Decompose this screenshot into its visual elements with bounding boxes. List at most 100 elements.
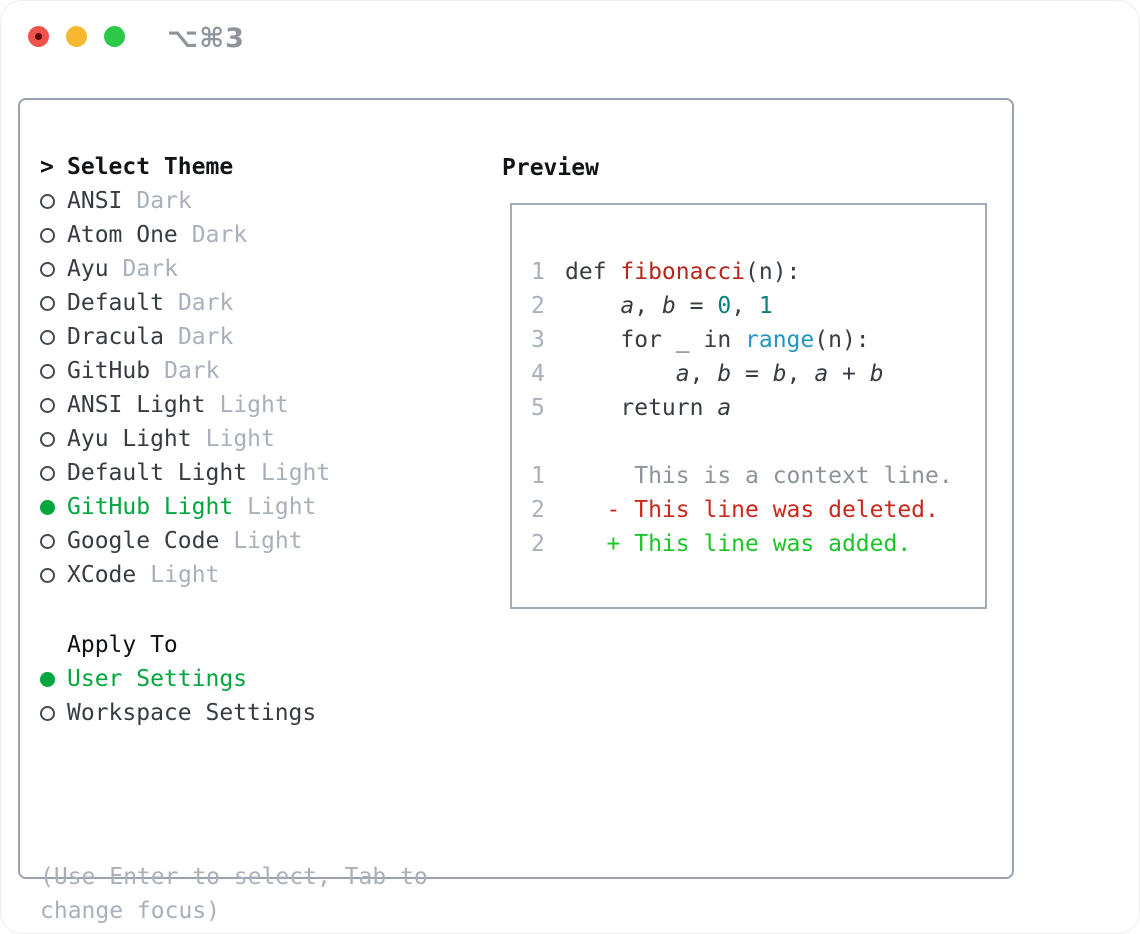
radio-selected-icon bbox=[40, 671, 55, 687]
theme-list-title: Select Theme bbox=[67, 154, 234, 180]
code-token: = bbox=[731, 361, 773, 387]
diff-line-context: 1 This is a context line. bbox=[531, 459, 985, 493]
theme-variant-tag: Light bbox=[205, 426, 275, 452]
theme-variant-tag: Light bbox=[233, 528, 303, 554]
code-token: a bbox=[675, 361, 690, 387]
line-number: 2 bbox=[531, 531, 545, 557]
line-number: 1 bbox=[531, 463, 545, 489]
code-token: return bbox=[565, 395, 718, 421]
code-token: for _ in bbox=[565, 327, 746, 353]
line-number: 2 bbox=[531, 293, 545, 319]
theme-variant-tag: Light bbox=[261, 460, 331, 486]
caret-icon: > bbox=[40, 154, 54, 180]
theme-name: XCode bbox=[67, 562, 137, 588]
zoom-button[interactable] bbox=[104, 26, 125, 47]
line-number: 2 bbox=[531, 497, 545, 523]
theme-item-default[interactable]: Default Dark bbox=[40, 286, 330, 320]
theme-variant-tag: Light bbox=[247, 494, 317, 520]
radio-icon bbox=[40, 533, 55, 549]
line-number: 1 bbox=[531, 259, 545, 285]
radio-icon bbox=[40, 363, 55, 379]
window-title: ⌥⌘3 bbox=[167, 23, 245, 54]
keyboard-hint: (Use Enter to select, Tab to change focu… bbox=[40, 864, 428, 924]
theme-list-heading: > Select Theme bbox=[40, 150, 330, 184]
code-token: , bbox=[689, 361, 718, 387]
theme-variant-tag: Dark bbox=[191, 222, 248, 248]
theme-item-google-code[interactable]: Google Code Light bbox=[40, 524, 330, 558]
theme-name: Ayu bbox=[67, 256, 109, 282]
theme-name: Default bbox=[67, 290, 164, 316]
radio-icon bbox=[40, 227, 55, 243]
code-line: 2 a, b = 0, 1 bbox=[531, 289, 985, 323]
radio-icon bbox=[40, 261, 55, 277]
code-token: b bbox=[661, 293, 676, 319]
theme-item-github-light[interactable]: GitHub Light Light bbox=[40, 490, 330, 524]
theme-variant-tag: Dark bbox=[164, 358, 220, 384]
code-token bbox=[565, 293, 620, 319]
theme-variant-tag: Light bbox=[219, 392, 289, 418]
diff-line-added: 2 + This line was added. bbox=[531, 527, 985, 561]
theme-name: Google Code bbox=[67, 528, 220, 554]
code-token: fibonacci bbox=[620, 259, 746, 285]
radio-selected-icon bbox=[40, 499, 55, 515]
code-token: (n): bbox=[814, 327, 870, 353]
diff-text: - This line was deleted. bbox=[565, 497, 939, 523]
minimize-button[interactable] bbox=[66, 26, 87, 47]
line-number: 4 bbox=[531, 361, 545, 387]
code-token: a bbox=[620, 293, 635, 319]
code-token: + bbox=[828, 361, 870, 387]
radio-icon bbox=[40, 431, 55, 447]
theme-variant-tag: Dark bbox=[122, 256, 178, 282]
code-token bbox=[565, 361, 676, 387]
code-token: def bbox=[565, 259, 621, 285]
code-token: b bbox=[717, 361, 732, 387]
code-token: 0 bbox=[717, 293, 732, 319]
theme-name: Atom One bbox=[67, 222, 178, 248]
theme-name: GitHub bbox=[67, 358, 151, 384]
theme-name: ANSI Light bbox=[67, 392, 206, 418]
theme-variant-tag: Dark bbox=[177, 290, 234, 316]
code-token: b bbox=[772, 361, 787, 387]
apply-to-heading: Apply To bbox=[40, 628, 316, 662]
diff-text: This is a context line. bbox=[565, 463, 953, 489]
theme-variant-tag: Dark bbox=[177, 324, 234, 350]
code-token: 1 bbox=[758, 293, 773, 319]
theme-item-ayu[interactable]: Ayu Dark bbox=[40, 252, 330, 286]
code-token: , bbox=[634, 293, 662, 319]
apply-option-user-settings[interactable]: User Settings bbox=[40, 662, 316, 696]
radio-icon bbox=[40, 567, 55, 583]
theme-item-github[interactable]: GitHub Dark bbox=[40, 354, 330, 388]
apply-option-label: User Settings bbox=[67, 666, 248, 692]
theme-item-atom-one[interactable]: Atom One Dark bbox=[40, 218, 330, 252]
theme-name: GitHub Light bbox=[67, 494, 234, 520]
record-dot-icon bbox=[35, 33, 42, 40]
preview-heading: Preview bbox=[502, 155, 599, 181]
radio-icon bbox=[40, 705, 55, 721]
code-token: (n): bbox=[745, 259, 801, 285]
code-line: 3 for _ in range(n): bbox=[531, 323, 985, 357]
theme-item-ansi-light[interactable]: ANSI Light Light bbox=[40, 388, 330, 422]
radio-icon bbox=[40, 329, 55, 345]
code-token: a bbox=[814, 361, 829, 387]
apply-to-title: Apply To bbox=[67, 632, 178, 658]
code-token: a bbox=[717, 395, 732, 421]
code-token: , bbox=[786, 361, 815, 387]
radio-icon bbox=[40, 465, 55, 481]
apply-option-label: Workspace Settings bbox=[67, 700, 317, 726]
apply-option-workspace-settings[interactable]: Workspace Settings bbox=[40, 696, 316, 730]
close-button[interactable] bbox=[28, 26, 49, 47]
code-token: = bbox=[675, 293, 718, 319]
radio-icon bbox=[40, 193, 55, 209]
diff-line-deleted: 2 - This line was deleted. bbox=[531, 493, 985, 527]
